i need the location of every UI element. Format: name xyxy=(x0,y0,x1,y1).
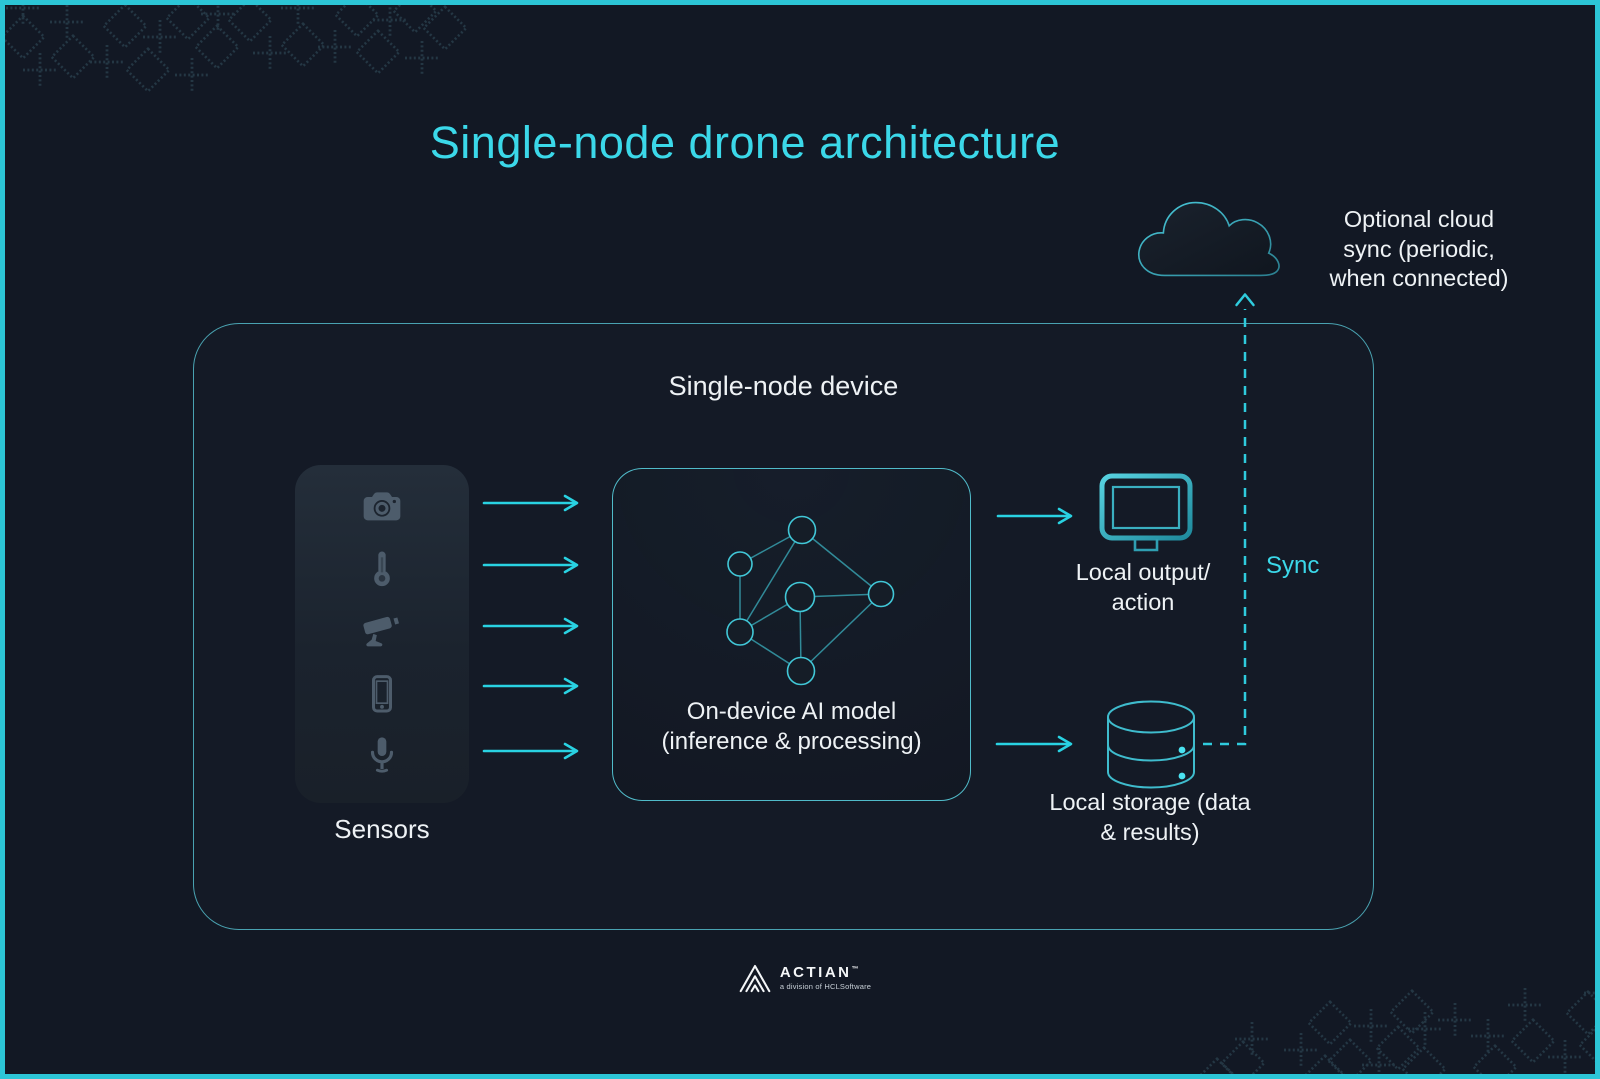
actian-logo: ACTIAN™ a division of HCLSoftware xyxy=(739,963,871,993)
monitor-icon xyxy=(1099,473,1193,552)
local-storage-label-line1: Local storage (data xyxy=(1049,789,1251,815)
actian-triangle-icon xyxy=(739,964,771,993)
camera-icon xyxy=(363,492,401,521)
cloud-sync-label-line1: Optional cloud xyxy=(1343,206,1495,232)
page-title: Single-node drone architecture xyxy=(429,117,1061,168)
sensor-flow-arrow-1 xyxy=(482,494,579,512)
cctv-camera-icon xyxy=(363,616,399,647)
sensor-flow-arrow-4 xyxy=(482,677,579,695)
ai-model-box: On-device AI model (inference & processi… xyxy=(612,468,971,801)
local-output-label: Local output/ action xyxy=(1023,557,1263,617)
sync-dashed-arrow xyxy=(1203,293,1255,746)
sync-label: Sync xyxy=(1266,552,1320,579)
cloud-icon xyxy=(1138,201,1280,277)
sensors-label: Sensors xyxy=(334,814,430,844)
sensor-flow-arrow-3 xyxy=(482,617,579,635)
local-output-label-line2: action xyxy=(1111,589,1175,615)
ai-model-label-line1: On-device AI model xyxy=(686,698,897,725)
storage-flow-arrow xyxy=(995,735,1073,753)
connector-layer xyxy=(482,293,1255,760)
brand-tagline: a division of HCLSoftware xyxy=(779,982,872,992)
network-graph-icon xyxy=(726,515,895,686)
cloud-sync-label: Optional cloud sync (periodic, when conn… xyxy=(1297,205,1541,294)
output-flow-arrow xyxy=(996,507,1073,525)
sensors-panel xyxy=(295,465,469,803)
device-box-title: Single-node device xyxy=(668,371,899,401)
ai-model-label: On-device AI model (inference & processi… xyxy=(613,697,970,757)
single-node-device-box: Single-node device xyxy=(193,323,1374,930)
sensor-flow-arrow-2 xyxy=(482,556,579,574)
cloud-sync-label-line3: when connected) xyxy=(1329,265,1509,291)
ai-model-label-line2: (inference & processing) xyxy=(661,728,922,755)
local-storage-label-line2: & results) xyxy=(1100,819,1200,845)
microphone-icon xyxy=(370,737,394,773)
brand-trademark: ™ xyxy=(851,966,859,974)
local-output-label-line1: Local output/ xyxy=(1075,559,1211,585)
sensor-flow-arrow-5 xyxy=(482,742,579,760)
thermometer-icon xyxy=(374,551,390,587)
cloud-sync-label-line2: sync (periodic, xyxy=(1343,235,1495,262)
footer: ACTIAN™ a division of HCLSoftware xyxy=(5,963,1595,993)
local-storage-label: Local storage (data & results) xyxy=(1025,787,1275,847)
brand-name-text: ACTIAN xyxy=(779,964,852,982)
smartphone-icon xyxy=(372,675,392,713)
brand-name: ACTIAN™ xyxy=(780,965,871,980)
database-icon xyxy=(1107,700,1195,789)
